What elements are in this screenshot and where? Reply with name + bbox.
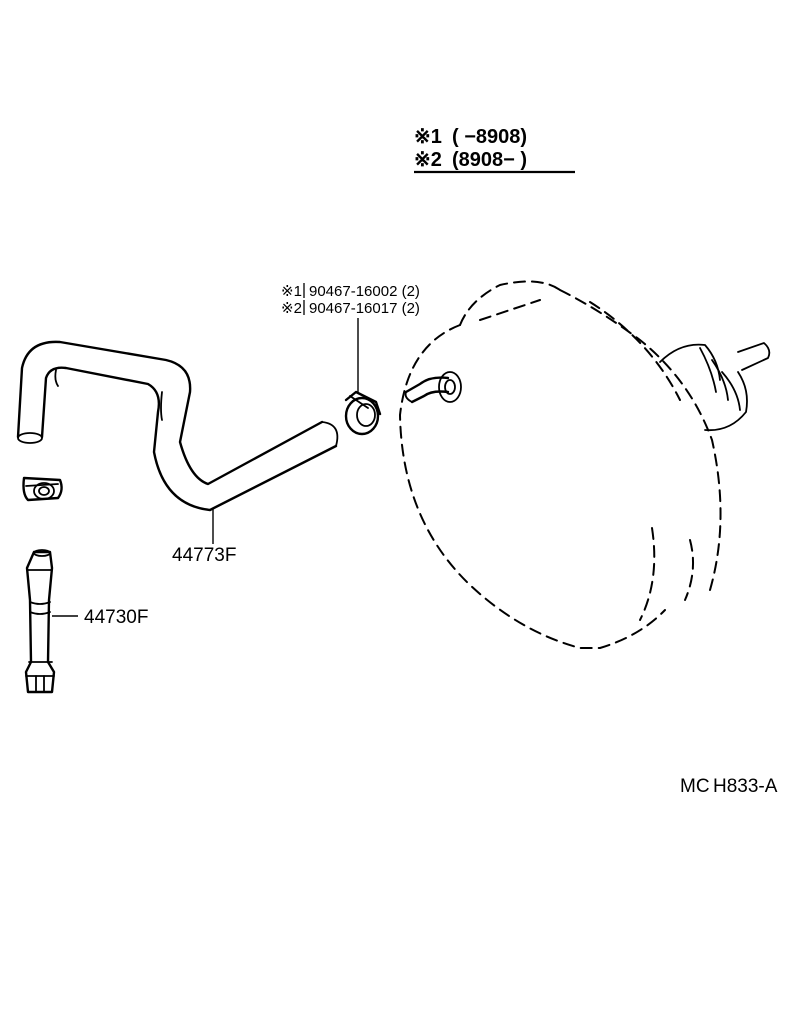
union-fitting [24,549,56,694]
legend-range-2: (8908− ) [452,149,527,171]
hose-part-label: 44773F [172,545,236,566]
hose-clip-left [22,476,63,502]
vacuum-hose [16,340,339,512]
legend-mark-2: ※2 [414,149,442,171]
clip-part-2: 90467-16017 (2) [309,300,420,317]
booster-rear-rod [659,342,771,432]
clip-mark-1: ※1 [281,283,302,300]
legend-range-1: ( −8908) [452,126,527,148]
hose-clip-booster [344,390,382,436]
clip-callout: ※1 90467-16002 (2) ※2 90467-16017 (2) [281,283,420,392]
clip-part-1: 90467-16002 (2) [309,283,420,300]
union-part-label: 44730F [84,607,148,628]
footer-prefix: MC [680,776,710,797]
clip-mark-2: ※2 [281,300,302,317]
brake-booster [398,280,722,649]
legend-mark-1: ※1 [414,126,442,148]
footer-diagram-code: H833-A [713,776,778,797]
legend: ※1 ( −8908) ※2 (8908− ) [414,126,575,174]
